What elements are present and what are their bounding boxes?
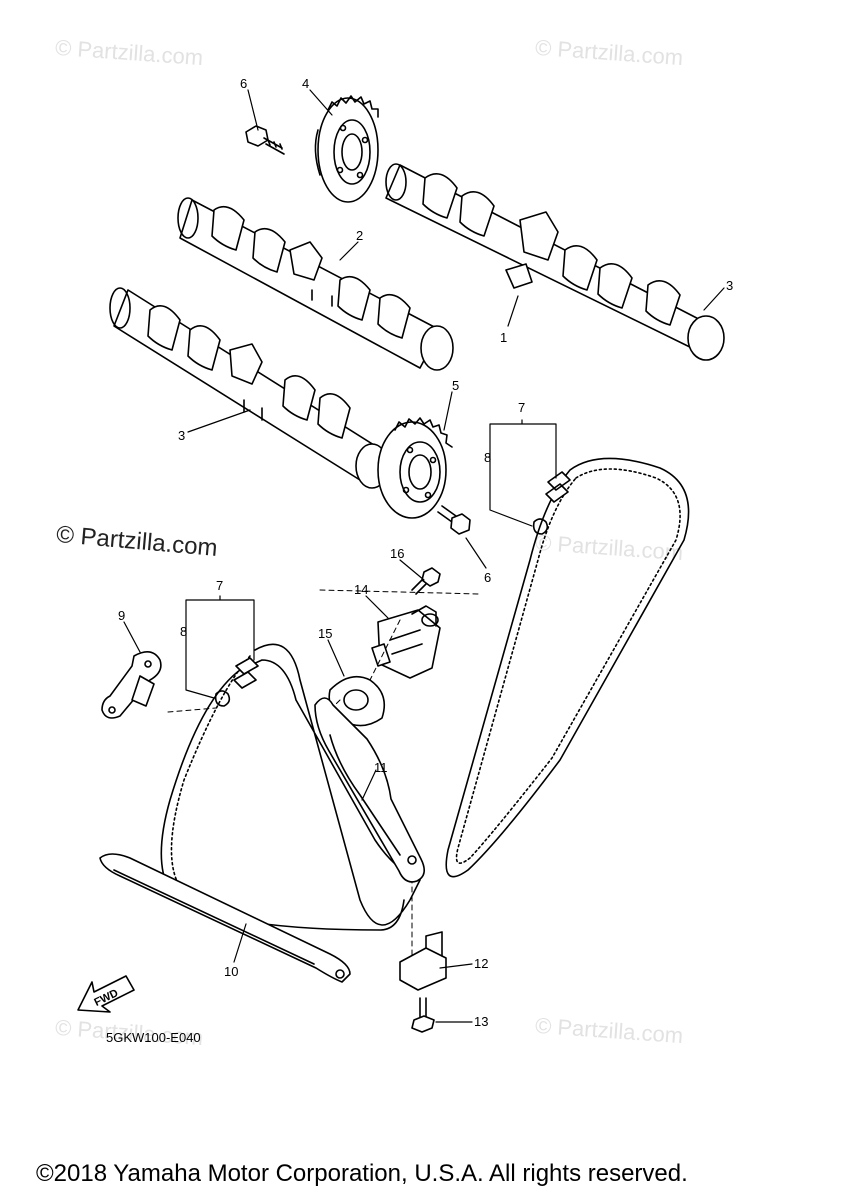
tensioner-guide-11[interactable]: [314, 697, 425, 883]
callout-7: 7: [518, 400, 525, 415]
callout-6: 6: [240, 76, 247, 91]
camshaft-2[interactable]: [177, 197, 454, 371]
callout-7: 7: [216, 578, 223, 593]
callout-13: 13: [474, 1014, 488, 1029]
forward-arrow-icon: FWD: [77, 975, 135, 1013]
callout-3: 3: [726, 278, 733, 293]
bolt-6-middle[interactable]: [437, 505, 471, 535]
bolt-6-top[interactable]: [245, 125, 285, 155]
callout-5: 5: [452, 378, 459, 393]
callout-11: 11: [374, 760, 388, 775]
diagram-code: 5GKW100-E040: [106, 1030, 201, 1045]
callout-14: 14: [354, 582, 368, 597]
leader-lines: [123, 89, 725, 1023]
copyright-text: ©2018 Yamaha Motor Corporation, U.S.A. A…: [36, 1160, 688, 1187]
callout-15: 15: [318, 626, 332, 641]
camshaft-sprocket-4[interactable]: [314, 95, 379, 203]
callout-8: 8: [180, 624, 187, 639]
callout-3: 3: [178, 428, 185, 443]
callout-6: 6: [484, 570, 491, 585]
cam-chain-7-left[interactable]: [160, 643, 421, 931]
chain-tensioner-14[interactable]: [371, 605, 441, 679]
callout-9: 9: [118, 608, 125, 623]
chain-guide-10[interactable]: [99, 853, 351, 983]
chain-guide-9[interactable]: [101, 651, 162, 719]
callout-16: 16: [390, 546, 404, 561]
callout-2: 2: [356, 228, 363, 243]
callout-1: 1: [500, 330, 507, 345]
camshaft-sprocket-5[interactable]: [377, 417, 453, 519]
callout-8: 8: [484, 450, 491, 465]
bolt-16[interactable]: [411, 567, 441, 595]
callout-10: 10: [224, 964, 238, 979]
callout-4: 4: [302, 76, 309, 91]
callout-12: 12: [474, 956, 488, 971]
guide-holder-12[interactable]: [399, 931, 447, 991]
bolt-13[interactable]: [411, 997, 435, 1033]
camshaft-3-right[interactable]: [385, 163, 725, 361]
cam-chain-7-right[interactable]: [445, 457, 690, 878]
